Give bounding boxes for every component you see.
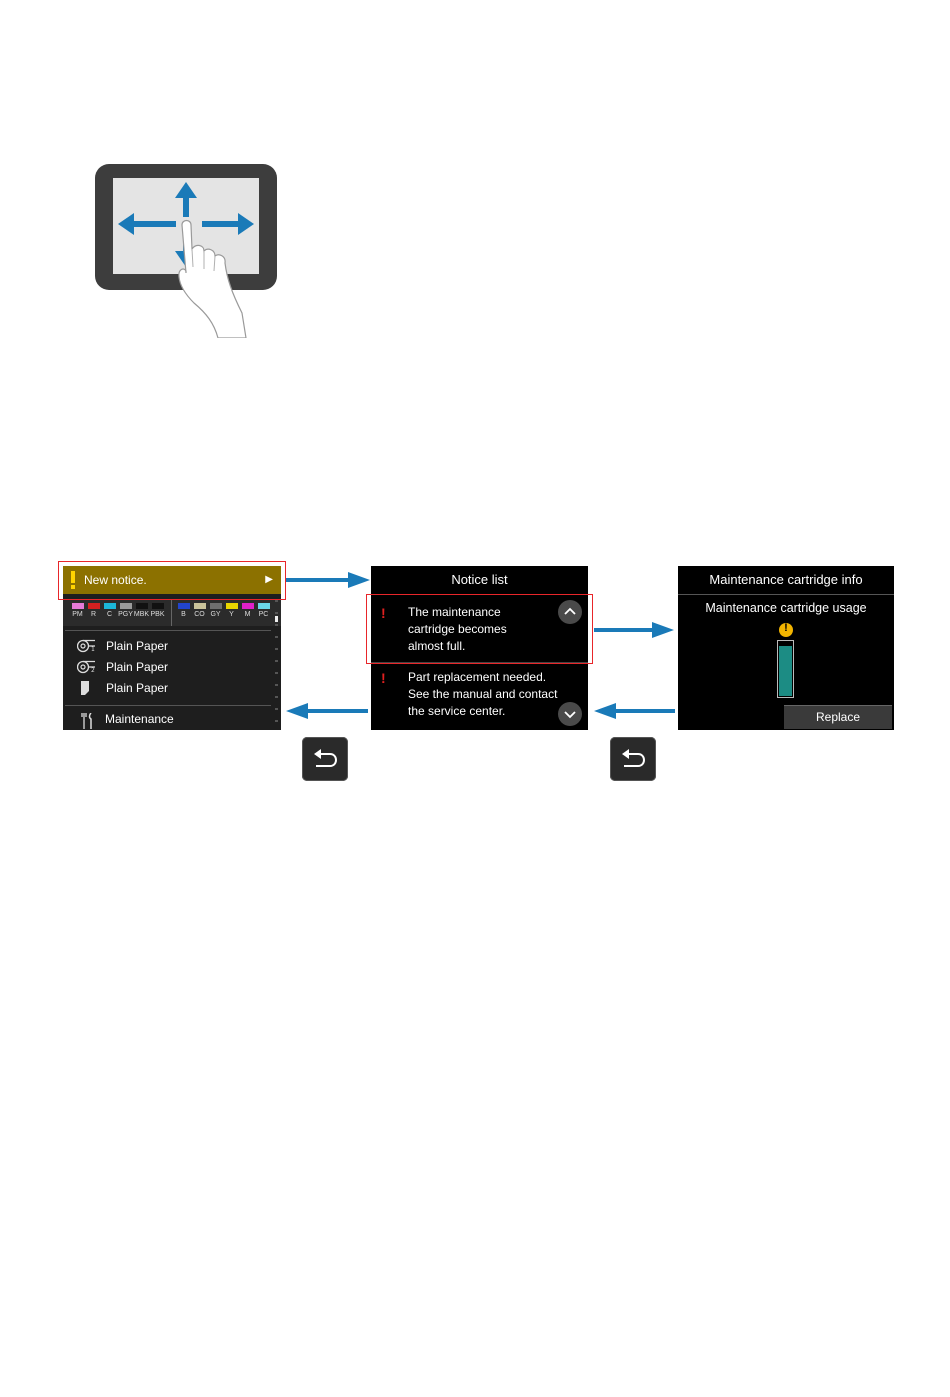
ink-indicator: PC — [257, 603, 270, 621]
arrow-right-icon — [286, 572, 370, 588]
ink-label: PBK — [148, 609, 167, 621]
svg-text:1: 1 — [91, 646, 95, 653]
ink-indicator: PM — [71, 603, 84, 621]
highlight-frame — [58, 561, 286, 600]
paper-label: Plain Paper — [106, 636, 168, 656]
ink-indicator: R — [87, 603, 100, 621]
maintenance-menu-item[interactable]: Maintenance — [63, 709, 273, 730]
paper-label: Plain Paper — [106, 657, 168, 677]
maintenance-cartridge-info-screen: Maintenance cartridge info Maintenance c… — [678, 566, 894, 730]
replace-button[interactable]: Replace — [784, 705, 892, 729]
divider — [65, 630, 271, 631]
back-arrow-icon — [302, 737, 348, 781]
paper-row-cut-sheet[interactable]: Plain Paper — [63, 678, 273, 698]
arrow-left-icon — [594, 703, 675, 719]
roll-2-icon: 2 — [77, 660, 97, 674]
usage-gauge-fill — [779, 646, 792, 696]
ink-indicator: C — [103, 603, 116, 621]
ink-indicator: Y — [225, 603, 238, 621]
paper-label: Plain Paper — [106, 678, 168, 698]
ink-indicator: PBK — [151, 603, 164, 621]
notice-list-title: Notice list — [371, 566, 588, 595]
ink-indicator: MBK — [135, 603, 148, 621]
svg-text:2: 2 — [91, 667, 95, 674]
tools-icon — [81, 713, 95, 729]
arrow-left-icon — [286, 703, 368, 719]
ink-indicator: PGY — [119, 603, 132, 621]
roll-1-icon: 1 — [77, 639, 97, 653]
arrow-right-icon — [594, 622, 674, 638]
usage-label: Maintenance cartridge usage — [678, 601, 894, 615]
cut-sheet-icon — [77, 681, 97, 695]
swipe-gesture-illustration — [94, 163, 278, 338]
scrollbar-thumb[interactable] — [275, 616, 278, 622]
warning-icon — [779, 623, 793, 637]
ink-label: PC — [254, 609, 273, 621]
scroll-down-button[interactable] — [558, 702, 582, 726]
maintenance-label: Maintenance — [105, 709, 174, 730]
paper-row-roll-1[interactable]: 1 Plain Paper — [63, 636, 273, 656]
back-button[interactable] — [302, 737, 348, 781]
ink-divider — [171, 600, 172, 626]
paper-row-roll-2[interactable]: 2 Plain Paper — [63, 657, 273, 677]
ink-indicator: B — [177, 603, 190, 621]
ink-indicator: M — [241, 603, 254, 621]
highlight-frame — [366, 594, 593, 664]
error-mark-icon: ! — [381, 670, 386, 686]
usage-gauge — [777, 640, 794, 698]
chevron-down-icon — [558, 702, 582, 726]
ink-indicator: GY — [209, 603, 222, 621]
maintenance-cartridge-info-title: Maintenance cartridge info — [678, 566, 894, 595]
ink-indicator: CO — [193, 603, 206, 621]
back-arrow-icon — [610, 737, 656, 781]
divider — [65, 705, 271, 706]
back-button[interactable] — [610, 737, 656, 781]
